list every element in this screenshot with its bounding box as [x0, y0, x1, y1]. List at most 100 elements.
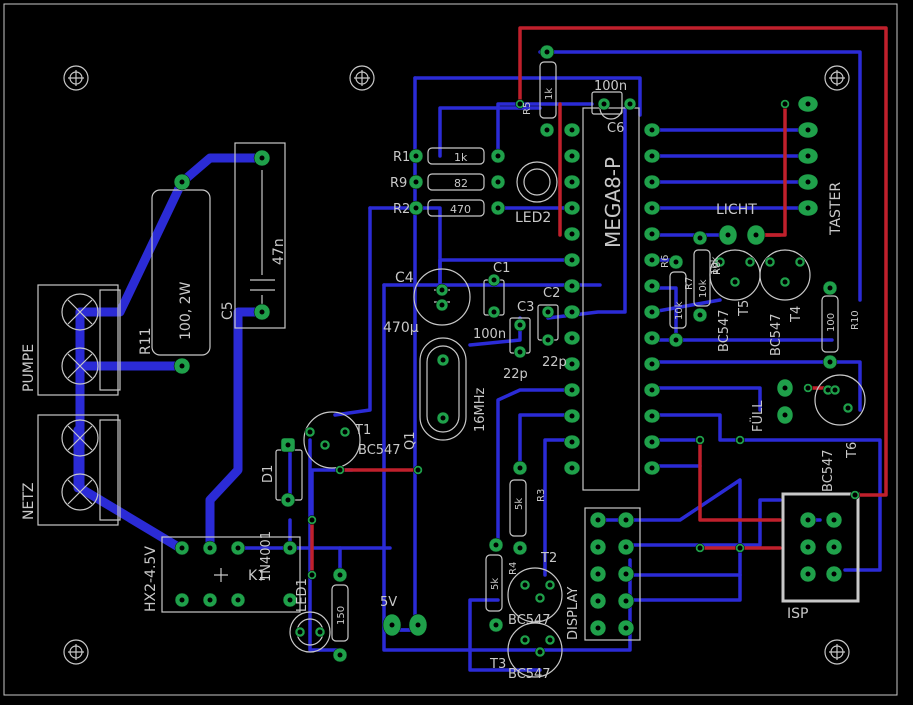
pad-hole: [673, 337, 679, 343]
label-t2: T2: [540, 551, 557, 566]
pad-hole: [297, 629, 303, 635]
pad-hole: [595, 544, 601, 550]
pad-hole: [601, 101, 607, 107]
label-r1: R1: [393, 150, 410, 165]
pad-hole: [649, 283, 655, 289]
pad-hole: [337, 572, 343, 578]
pad-hole: [317, 629, 323, 635]
label-k1: K1: [248, 568, 266, 584]
label-full: FÜLL: [749, 400, 766, 432]
label-r1-value: 1k: [454, 151, 468, 164]
label-r11: R11: [138, 327, 154, 355]
label-isp: ISP: [787, 606, 808, 622]
pad-hole: [309, 572, 315, 578]
pad-hole: [595, 517, 601, 523]
pad-hole: [697, 437, 703, 443]
label-c2-value: 22p: [503, 367, 528, 382]
pad-hole: [649, 231, 655, 237]
pad-hole: [732, 279, 738, 285]
pad-hole: [287, 545, 293, 551]
label-taster: TASTER: [828, 182, 844, 236]
pad-hole: [569, 179, 575, 185]
pad-hole: [569, 205, 575, 211]
pad-hole: [439, 302, 445, 308]
pad-hole: [623, 517, 629, 523]
pad-hole: [805, 385, 811, 391]
label-c1: C1: [493, 261, 510, 276]
pad-hole: [569, 439, 575, 445]
bottom-layer-traces: [73, 50, 882, 672]
label-r-led1-value: 150: [336, 606, 347, 625]
pad-hole: [285, 497, 291, 503]
pad-hole: [545, 309, 551, 315]
pad-hole: [287, 597, 293, 603]
pad-hole: [337, 467, 343, 473]
pad-hole: [569, 413, 575, 419]
pad-hole: [805, 544, 811, 550]
pad-hole: [767, 259, 773, 265]
pad-hole: [797, 259, 803, 265]
pad-hole: [805, 179, 811, 185]
pad-hole: [697, 312, 703, 318]
label-r4-value: 5k: [490, 578, 501, 590]
pad-hole: [805, 205, 811, 211]
pad-hole: [569, 127, 575, 133]
label-r6-value: 10k: [674, 301, 685, 320]
pad-hole: [285, 442, 291, 448]
led2: [516, 161, 558, 203]
pad-hole: [342, 429, 348, 435]
pad-hole: [649, 153, 655, 159]
pad-hole: [649, 127, 655, 133]
pad-hole: [831, 544, 837, 550]
pad-hole: [235, 597, 241, 603]
pad-hole: [747, 259, 753, 265]
pad-hole: [517, 545, 523, 551]
pad-hole: [413, 205, 419, 211]
pad-hole: [517, 465, 523, 471]
label-c2: C2: [543, 286, 560, 301]
pad-hole: [493, 542, 499, 548]
label-r3: R3: [536, 489, 547, 502]
label-r6: R6: [660, 255, 671, 268]
label-k1-value: HX2-4.5V: [143, 546, 159, 612]
label-c5-value: 47n: [271, 238, 287, 265]
pad-hole: [415, 622, 421, 628]
pad-hole: [544, 127, 550, 133]
label-r5-value: 1k: [544, 88, 555, 100]
label-c3: C3: [517, 300, 534, 315]
label-r11-value: 100, 2W: [178, 281, 194, 340]
pad-hole: [569, 387, 575, 393]
pad-hole: [831, 517, 837, 523]
pad-hole: [517, 101, 523, 107]
pad-hole: [569, 231, 575, 237]
mcu-mega8: [582, 107, 640, 491]
pad-hole: [825, 387, 831, 393]
pad-hole: [309, 517, 315, 523]
pad-hole: [831, 571, 837, 577]
pad-hole: [545, 337, 551, 343]
pad-hole: [179, 363, 185, 369]
pad-hole: [725, 232, 731, 238]
label-c5: C5: [220, 301, 236, 320]
pad-hole: [307, 429, 313, 435]
pad-hole: [537, 649, 543, 655]
pad-hole: [717, 259, 723, 265]
label-licht: LICHT: [716, 202, 757, 218]
label-t4: T4: [789, 306, 804, 323]
pad-hole: [805, 571, 811, 577]
pad-hole: [544, 49, 550, 55]
label-r2: R2: [393, 202, 410, 217]
label-d1: D1: [261, 465, 276, 483]
pad-hole: [827, 359, 833, 365]
pad-hole: [753, 232, 759, 238]
label-r3-value: 5k: [514, 498, 525, 510]
pad-hole: [522, 637, 528, 643]
pad-hole: [259, 155, 265, 161]
pad-hole: [495, 179, 501, 185]
label-t5-type: BC547: [717, 309, 732, 352]
label-r10: R10: [850, 310, 861, 330]
label-5v: 5V: [380, 595, 397, 610]
pad-hole: [782, 385, 788, 391]
pad-hole: [697, 235, 703, 241]
